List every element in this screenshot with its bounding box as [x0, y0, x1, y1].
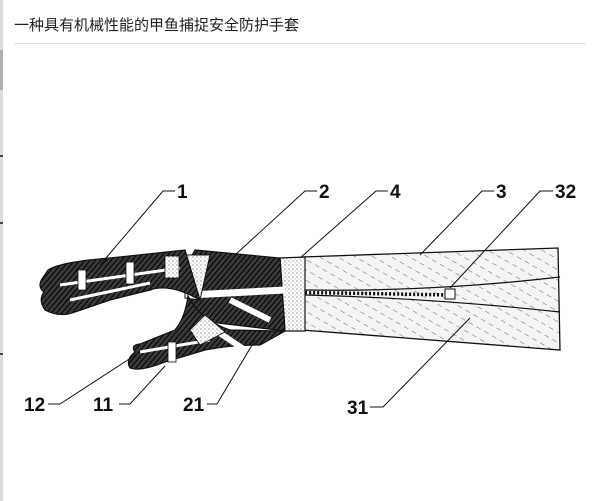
scrollbar[interactable]	[0, 0, 3, 501]
zipper	[304, 294, 561, 313]
label-1: 1	[177, 182, 188, 203]
zipper-slider	[444, 288, 456, 300]
label-21: 21	[183, 395, 205, 416]
label-3: 3	[496, 182, 507, 203]
page-title: 一种具有机械性能的甲鱼捕捉安全防护手套	[14, 16, 300, 34]
patent-figure: 1 2 4 3 32 12 11 21 31	[24, 182, 576, 419]
label-2: 2	[319, 182, 330, 203]
margin-mark	[0, 222, 3, 224]
label-32: 32	[555, 182, 576, 203]
label-4: 4	[390, 182, 401, 203]
margin-mark	[0, 353, 3, 355]
label-12: 12	[24, 395, 45, 416]
label-11: 11	[93, 395, 114, 416]
zipper	[304, 276, 561, 291]
scrollbar-thumb[interactable]	[0, 50, 3, 90]
sleeve	[301, 247, 561, 351]
margin-mark	[0, 155, 3, 157]
label-31: 31	[347, 398, 369, 419]
zipper-teeth	[304, 290, 451, 297]
leader-lines	[48, 190, 553, 408]
title-bar: 一种具有机械性能的甲鱼捕捉安全防护手套	[14, 14, 586, 44]
